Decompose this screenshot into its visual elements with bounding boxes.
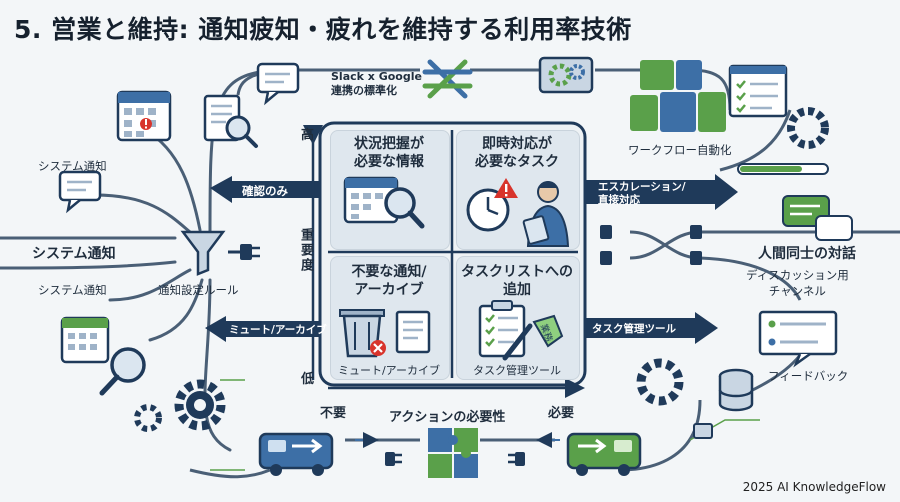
puzzle-icon-bottom — [428, 428, 478, 478]
y-axis-high-label: 高 — [301, 128, 315, 143]
escalation-label: エスカレーション/ 直接対応 — [598, 181, 686, 206]
gear-box-icon — [538, 56, 594, 94]
filter-funnel-icon — [180, 230, 226, 276]
x-axis-label: アクションの必要性 — [389, 410, 506, 425]
q1-title: 状況把握が 必要な情報 — [354, 136, 424, 170]
task-tool-arrow — [585, 312, 718, 344]
integration-knot-icon — [422, 59, 473, 99]
database-icon — [718, 368, 754, 412]
q2-title: 即時対応が 必要なタスク — [475, 136, 559, 170]
plug-icon-bottom-left — [355, 432, 402, 466]
delivery-truck-icon-right — [566, 432, 642, 476]
gear-icon-right — [787, 107, 829, 149]
q3-title: 不要な通知/ アーカイブ — [351, 264, 427, 298]
message-bubble-icon-top — [256, 62, 300, 106]
mute-arrow — [205, 316, 330, 342]
gear-icon-bottom-right — [636, 358, 684, 406]
task-tool-arrow-label: タスク管理ツール — [592, 323, 676, 335]
discussion-channel-label: ディスカッション用 チャンネル — [746, 268, 849, 298]
document-search-icon — [203, 94, 258, 148]
confirm-only-label: 確認のみ — [242, 184, 288, 198]
x-axis-low-label: 不要 — [320, 406, 347, 421]
node-box-icon — [693, 423, 713, 439]
chat-bubble-icon — [58, 170, 102, 214]
human-dialogue-label: 人間同士の対話 — [758, 246, 856, 262]
calendar-icon — [60, 316, 110, 364]
copyright-credit: 2025 AI KnowledgeFlow — [742, 480, 886, 494]
calendar-alert-icon — [116, 90, 172, 142]
feedback-label: フィードバック — [768, 369, 849, 383]
system-notice-label-1: システム通知 — [38, 159, 107, 173]
progress-bar-icon — [737, 163, 829, 175]
magnifier-icon — [99, 347, 146, 396]
checklist-window-icon — [728, 64, 788, 118]
integration-standardization-label: Slack x Google 連携の標準化 — [331, 70, 422, 98]
x-axis-high-label: 必要 — [548, 406, 575, 421]
q3-subtitle: ミュート/アーカイブ — [337, 364, 441, 377]
workflow-automation-label: ワークフロー自動化 — [628, 143, 732, 157]
gear-icon-small-left — [134, 404, 162, 432]
chat-bubbles-icon — [782, 195, 853, 241]
bottom-wires — [189, 438, 555, 479]
y-axis-label: 重要度 — [298, 228, 313, 273]
list-window-icon — [758, 310, 838, 368]
plug-icon — [228, 244, 260, 260]
q4-title: タスクリストへの 追加 — [461, 264, 573, 298]
escalation-arrow — [585, 174, 738, 210]
y-axis-low-label: 低 — [301, 372, 315, 387]
puzzle-icon-top-right — [630, 60, 726, 132]
mute-archive-arrow-label: ミュート/アーカイブ — [229, 324, 327, 336]
system-notice-label-2: システム通知 — [38, 283, 107, 297]
gear-icon-large-left — [174, 379, 226, 431]
plug-icon-bottom-right — [508, 432, 560, 466]
crossed-plugs-icon — [600, 225, 702, 265]
confirm-only-arrow — [210, 176, 330, 203]
page-title: 5. 営業と維持: 通知疲知・疲れを維持する利用率技術 — [14, 15, 632, 44]
filter-rule-label: 通知設定ルール — [158, 283, 239, 297]
system-notice-label-main: システム通知 — [32, 246, 116, 262]
delivery-truck-icon-left — [258, 432, 334, 476]
q4-subtitle: タスク管理ツール — [473, 364, 561, 377]
